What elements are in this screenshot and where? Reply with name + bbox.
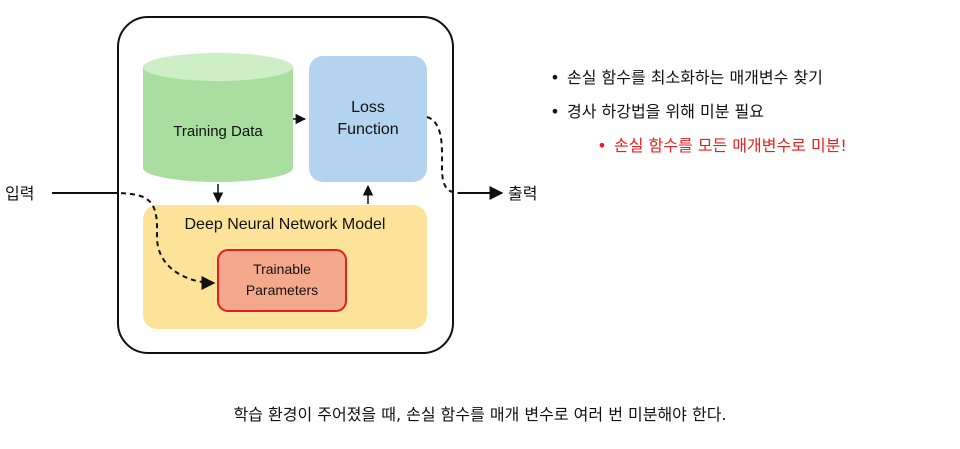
output-label: 출력 <box>508 184 537 203</box>
bullet-dot: • <box>550 102 560 121</box>
bullet-text: 손실 함수를 최소화하는 매개변수 찾기 <box>567 68 823 87</box>
bullet-list: • 손실 함수를 최소화하는 매개변수 찾기 • 경사 하강법을 위해 미분 필… <box>550 68 847 156</box>
input-label: 입력 <box>5 184 34 203</box>
bullet-dot: • <box>550 68 560 87</box>
bullet-text: 경사 하강법을 위해 미분 필요 <box>567 102 764 121</box>
bullet-item-highlight: • 손실 함수를 모든 매개변수로 미분! <box>597 136 847 156</box>
bullet-item: • 경사 하강법을 위해 미분 필요 <box>550 102 847 122</box>
training-data-cylinder <box>143 67 293 182</box>
trainable-params-box <box>217 249 347 312</box>
input-dashed-path <box>111 192 216 290</box>
params-label-line1: Trainable <box>253 261 311 277</box>
training-data-label: Training Data <box>173 123 263 140</box>
params-label-line2: Parameters <box>246 282 318 298</box>
loss-label-line1: Loss <box>351 99 385 116</box>
loss-label-line2: Function <box>337 121 398 138</box>
bullet-text: 손실 함수를 모든 매개변수로 미분! <box>614 136 847 155</box>
caption: 학습 환경이 주어졌을 때, 손실 함수를 매개 변수로 여러 번 미분해야 한… <box>233 405 727 424</box>
loss-function-box <box>309 56 427 182</box>
bullet-dot: • <box>597 136 607 155</box>
output-dashed-path <box>426 116 461 194</box>
training-data-top <box>143 53 293 81</box>
bullet-item: • 손실 함수를 최소화하는 매개변수 찾기 <box>550 68 847 88</box>
model-label: Deep Neural Network Model <box>185 216 386 233</box>
